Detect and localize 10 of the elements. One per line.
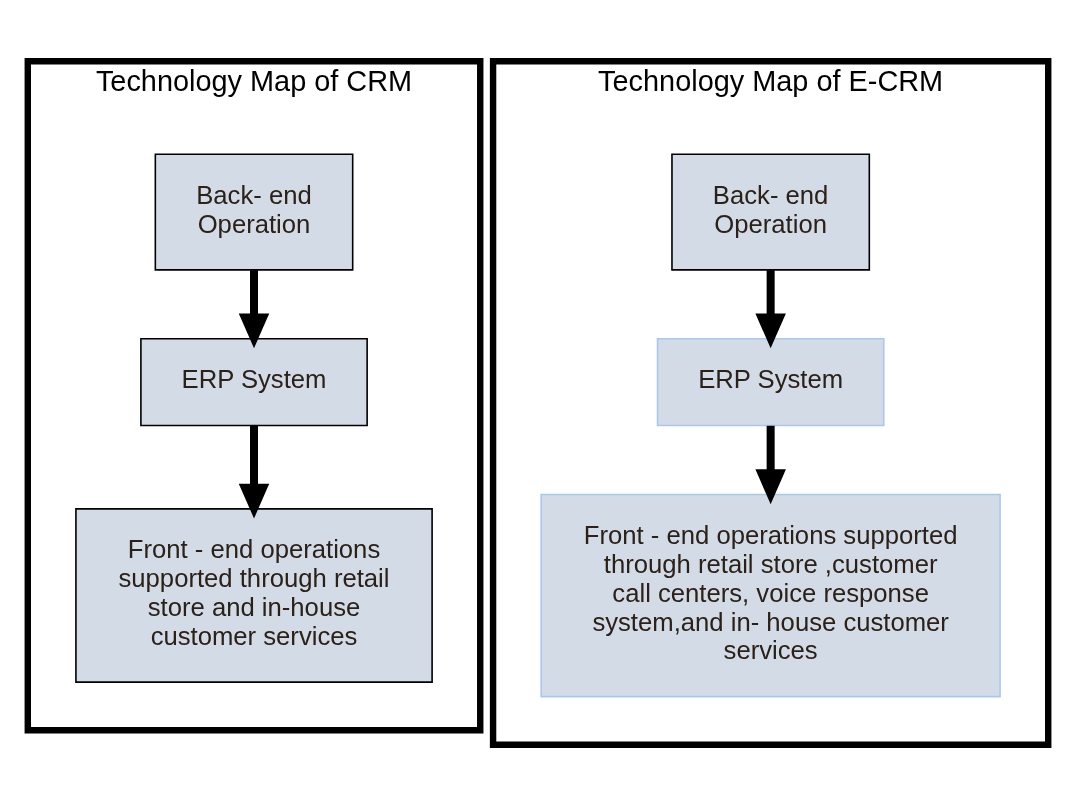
arrow [755,269,786,348]
node-box: Front - end operations supported through retail store ,customer call centers, voice response system,and in- house customer services [540,493,1001,697]
arrow [238,425,270,518]
node-box: Back- end Operation [154,153,354,271]
arrow [755,425,786,504]
node-box: ERP System [656,337,885,426]
node-box: Front - end operations supported through retail store and in-house customer services [75,507,433,683]
node-box: ERP System [140,337,368,426]
arrow [238,269,270,348]
node-box: Back- end Operation [671,153,871,271]
